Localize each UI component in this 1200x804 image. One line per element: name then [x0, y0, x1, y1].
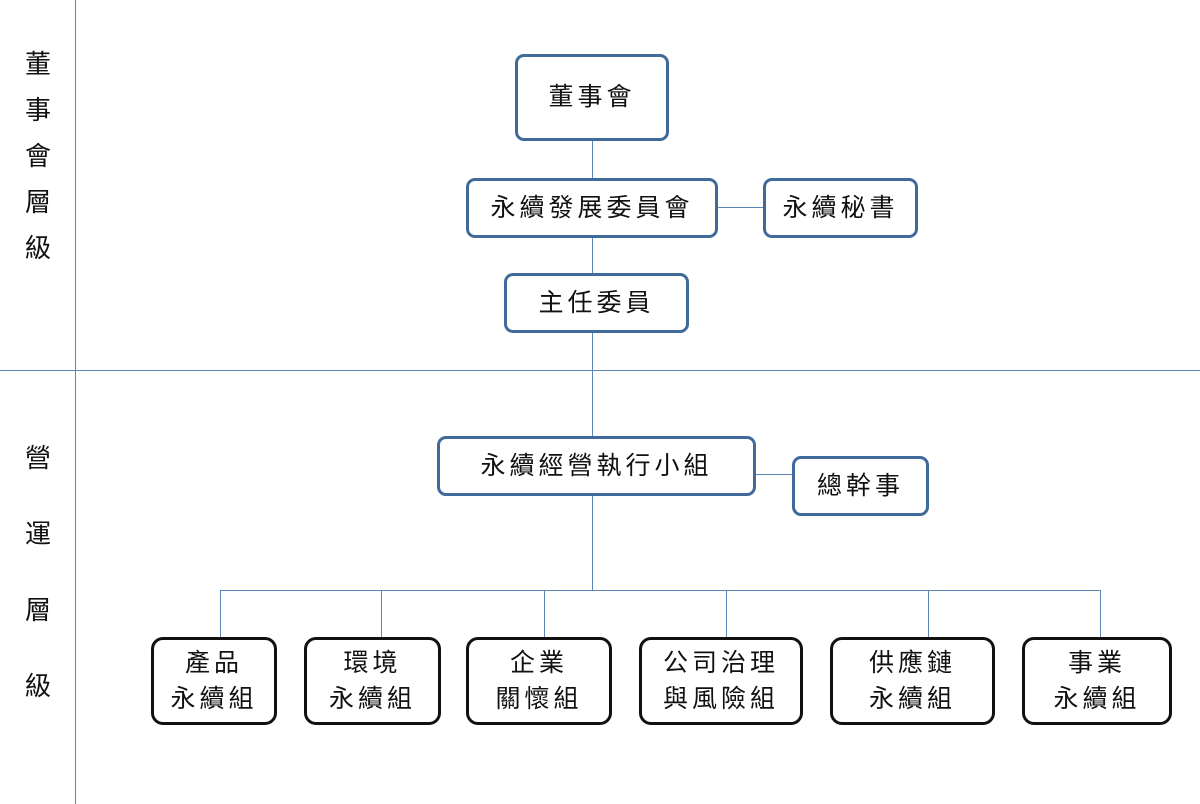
chairman-label: 主任委員	[538, 287, 655, 317]
group-node-business: 事業 永續組	[1022, 637, 1172, 725]
connector-group-drop	[381, 590, 382, 638]
connector-secretary	[716, 207, 766, 208]
group-label-line2: 永續組	[868, 684, 956, 713]
board-level-char: 董	[24, 50, 51, 80]
sustainability-committee-label: 永續發展委員會	[490, 192, 694, 222]
board-level-char: 事	[24, 96, 51, 126]
group-node-corporate-care: 企業 關懷組	[466, 637, 612, 725]
operations-level-char: 運	[24, 520, 51, 550]
connector-group-drop	[220, 590, 221, 638]
group-node-environment: 環境 永續組	[304, 637, 441, 725]
board-level-label: 董 事 會 層 級	[0, 52, 76, 262]
group-label-line2: 永續組	[170, 684, 258, 713]
sustainability-secretary-node: 永續秘書	[763, 178, 918, 238]
general-secretary-label: 總幹事	[816, 470, 904, 500]
connector-groups-bar	[220, 590, 1101, 591]
group-label-line1: 公司治理	[662, 647, 779, 677]
connector-trunk	[592, 140, 593, 590]
group-label-line2: 永續組	[328, 684, 416, 713]
operations-level-char: 層	[24, 596, 51, 626]
group-label-line1: 供應鏈	[868, 647, 956, 677]
group-node-supply-chain: 供應鏈 永續組	[830, 637, 995, 725]
operations-level-char: 營	[24, 444, 51, 474]
group-label-line2: 與風險組	[662, 684, 779, 713]
connector-general-secretary	[754, 474, 794, 475]
board-level-char: 級	[24, 234, 51, 264]
group-node-product: 產品 永續組	[151, 637, 277, 725]
operations-level-label: 營 運 層 級	[0, 446, 76, 700]
connector-group-drop	[726, 590, 727, 638]
operations-level-char: 級	[24, 672, 51, 702]
executive-team-label: 永續經營執行小組	[480, 450, 713, 480]
level-divider	[0, 370, 1200, 371]
connector-group-drop	[1100, 590, 1101, 638]
group-label-line1: 產品	[184, 647, 243, 677]
group-label-line2: 永續組	[1053, 684, 1141, 713]
group-label-line1: 企業	[509, 647, 568, 677]
group-label-line1: 事業	[1067, 647, 1126, 677]
executive-team-node: 永續經營執行小組	[437, 436, 756, 496]
sustainability-secretary-label: 永續秘書	[782, 192, 899, 222]
board-node: 董事會	[515, 54, 669, 141]
sustainability-committee-node: 永續發展委員會	[466, 178, 718, 238]
left-column-divider	[75, 0, 76, 804]
board-node-label: 董事會	[548, 82, 636, 112]
connector-group-drop	[544, 590, 545, 638]
general-secretary-node: 總幹事	[792, 456, 929, 516]
board-level-char: 會	[24, 142, 51, 172]
chairman-node: 主任委員	[504, 273, 689, 333]
group-node-governance-risk: 公司治理 與風險組	[639, 637, 803, 725]
group-label-line2: 關懷組	[495, 684, 583, 713]
connector-group-drop	[928, 590, 929, 638]
group-label-line1: 環境	[343, 647, 402, 677]
board-level-char: 層	[24, 188, 51, 218]
